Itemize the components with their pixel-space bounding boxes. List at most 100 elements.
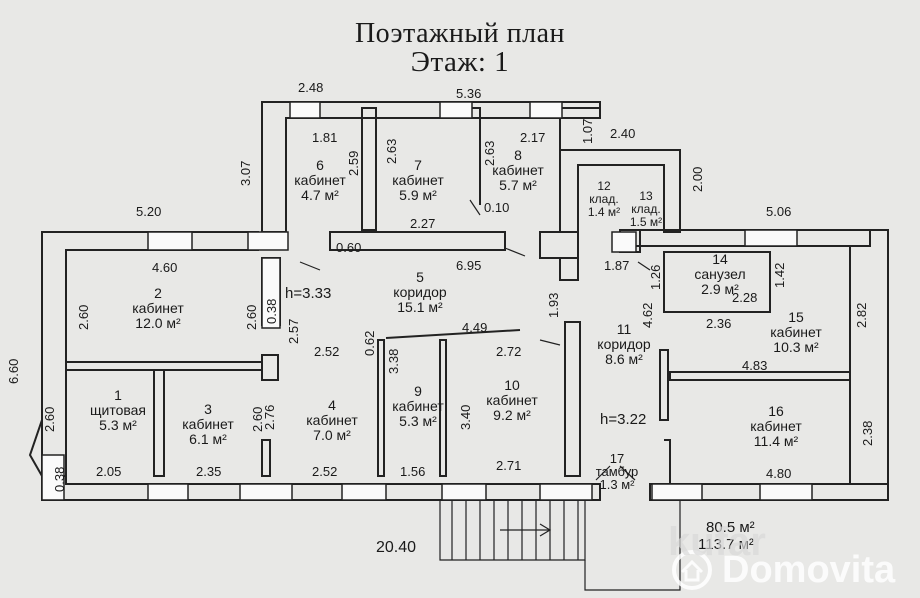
dim-label: 1.56 [400,464,426,479]
window-room6-pillar [261,257,281,329]
dim-label: 2.38 [860,420,875,446]
dim-label: 2.36 [706,316,732,331]
dim-label: 3.40 [458,404,473,430]
dim-label: 3.38 [386,348,401,374]
ceiling-height-left: h=3.33 [285,285,332,302]
dim-label: 1.07 [580,118,595,144]
window-top-2 [439,101,473,119]
dim-label: 2.60 [244,304,259,330]
dim-label: 1.26 [648,264,663,290]
window-bottom-6 [651,483,703,501]
dim-label: 2.72 [496,344,522,359]
dim-label: 2.76 [262,404,277,430]
dim-label: 2.82 [854,302,869,328]
dim-label: 1.93 [546,292,561,318]
dim-label: 2.28 [732,290,758,305]
dim-label: 2.48 [298,80,324,95]
door-arcs [299,199,651,481]
dim-label: 5.06 [766,204,792,219]
plan-title: Поэтажный план [354,18,566,49]
interior-wall-sanuzel [663,251,771,313]
dim-label: 1.42 [772,262,787,288]
wall-pillar-1 [261,354,279,381]
dim-label: 1.87 [604,258,630,273]
dim-label: 4.62 [640,302,655,328]
total-area-1: 80.5 м² [706,519,755,536]
dim-label: 2.57 [286,318,301,344]
window-bottom-2 [239,483,293,501]
dim-label: 0.38 [52,466,67,492]
window-bottom-1 [147,483,189,501]
entrance-porch [584,500,681,591]
window-left-top [147,231,193,251]
dim-label: 0.10 [484,200,510,215]
dim-label: 0.60 [336,240,362,255]
dim-label: 0.62 [362,330,377,356]
dim-label: 4.83 [742,358,768,373]
dim-label: 2.17 [520,130,546,145]
dim-label: 1.81 [312,130,338,145]
window-corner [41,454,65,501]
outer-wall-right-block [559,107,601,150]
domovita-logo [672,550,712,590]
interior-wall-vert-3 [564,321,581,477]
dim-label: 2.05 [96,464,122,479]
dim-label: 2.63 [482,140,497,166]
dim-label: 4.80 [766,466,792,481]
wall-small-left [261,439,271,477]
interior-wall-rooms-9-10 [377,339,447,477]
dim-label: 5.36 [456,86,482,101]
wall-pillar-2 [539,231,579,259]
dim-label: 6.95 [456,258,482,273]
interior-wall-17 [664,439,671,484]
dim-label: 2.71 [496,458,522,473]
dim-total-length: 20.40 [376,539,417,556]
dim-label: 2.52 [312,464,338,479]
floor-label: Этаж: 1 [410,46,510,78]
dim-label: 2.52 [314,344,340,359]
kufar-watermark: kufar [668,520,766,564]
dim-label: 2.40 [610,126,636,141]
dim-label: 2.59 [346,150,361,176]
dim-label: 4.49 [462,320,488,335]
dim-label: 0.38 [264,298,279,324]
window-right-2 [611,231,637,253]
dim-label: 2.00 [690,166,705,192]
interior-wall-room-10 [385,329,521,339]
total-area-2: 113.7 м² [698,536,754,553]
dim-label: 2.63 [384,138,399,164]
dim-label: 2.27 [410,216,436,231]
stairs-arrow [500,523,552,537]
dim-label: 2.60 [42,406,57,432]
corridor-wall [329,231,506,251]
window-top-3 [529,101,563,119]
window-left-mid [247,231,289,251]
dim-label: 2.60 [76,304,91,330]
wall-pillar-3 [559,257,579,281]
window-bottom-3 [341,483,387,501]
dim-label: 3.07 [238,160,253,186]
interior-wall-2-1 [65,361,263,371]
ceiling-height-right: h=3.22 [600,411,647,428]
domovita-watermark: Domovita [722,549,896,591]
dim-label: 4.60 [152,260,178,275]
interior-wall-15-16 [669,371,851,381]
window-right-1 [744,229,798,247]
